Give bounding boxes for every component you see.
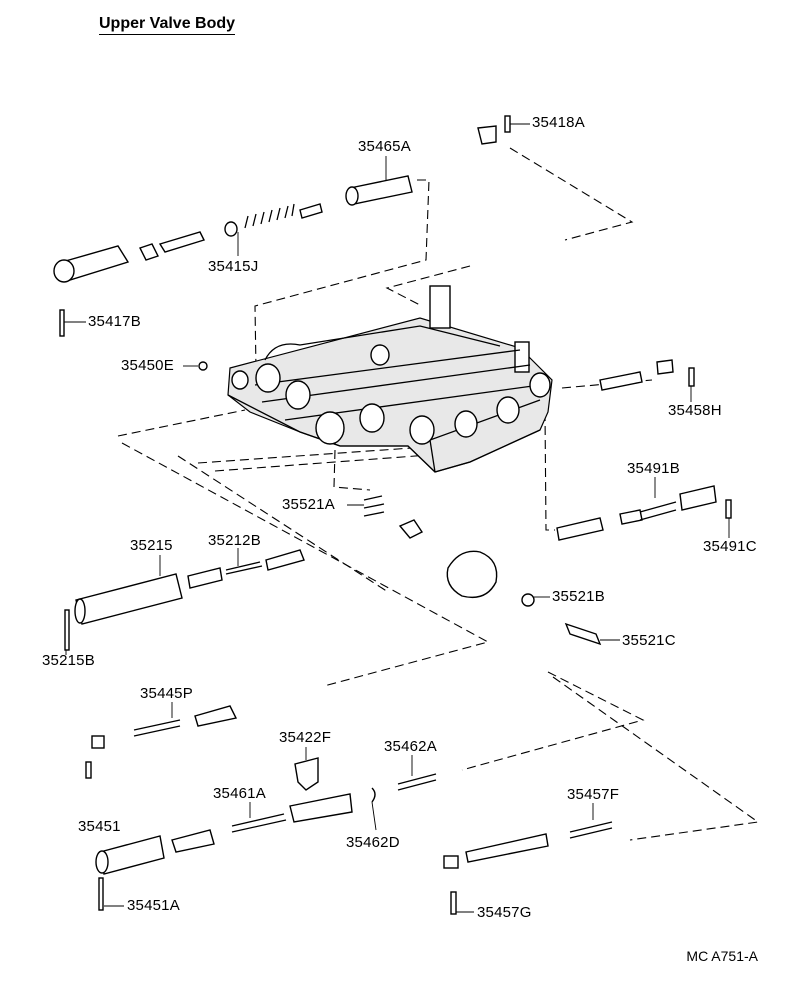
- upper-valve-body: [227, 285, 553, 473]
- part-label-35521A: 35521A: [282, 496, 335, 513]
- part-label-35212B: 35212B: [208, 532, 261, 549]
- part-label-35445P: 35445P: [140, 685, 193, 702]
- part-label-35451A: 35451A: [127, 897, 180, 914]
- part-label-35450E: 35450E: [121, 357, 174, 374]
- part-label-35462A: 35462A: [384, 738, 437, 755]
- part-label-35451: 35451: [78, 818, 121, 835]
- part-label-35418A: 35418A: [532, 114, 585, 131]
- small-parts: [59, 309, 732, 915]
- part-label-35461A: 35461A: [213, 785, 266, 802]
- part-label-35491C: 35491C: [703, 538, 757, 555]
- part-label-35457G: 35457G: [477, 904, 532, 921]
- part-label-35417B: 35417B: [88, 313, 141, 330]
- valve-bores: [231, 344, 551, 445]
- part-label-35521B: 35521B: [552, 588, 605, 605]
- part-label-35521C: 35521C: [622, 632, 676, 649]
- part-label-35491B: 35491B: [627, 460, 680, 477]
- part-label-35215: 35215: [130, 537, 173, 554]
- leader-lines: [64, 123, 730, 913]
- part-label-35462D: 35462D: [346, 834, 400, 851]
- part-label-35415J: 35415J: [208, 258, 259, 275]
- part-label-35465A: 35465A: [358, 138, 411, 155]
- document-id: MC A751-A: [686, 948, 758, 964]
- part-label-35215B: 35215B: [42, 652, 95, 669]
- part-label-35422F: 35422F: [279, 729, 332, 746]
- alignment-lines: [117, 147, 760, 841]
- diagram-title: Upper Valve Body: [99, 14, 236, 35]
- part-label-35457F: 35457F: [567, 786, 620, 803]
- part-label-35458H: 35458H: [668, 402, 722, 419]
- top-valve-assembly: [53, 115, 511, 283]
